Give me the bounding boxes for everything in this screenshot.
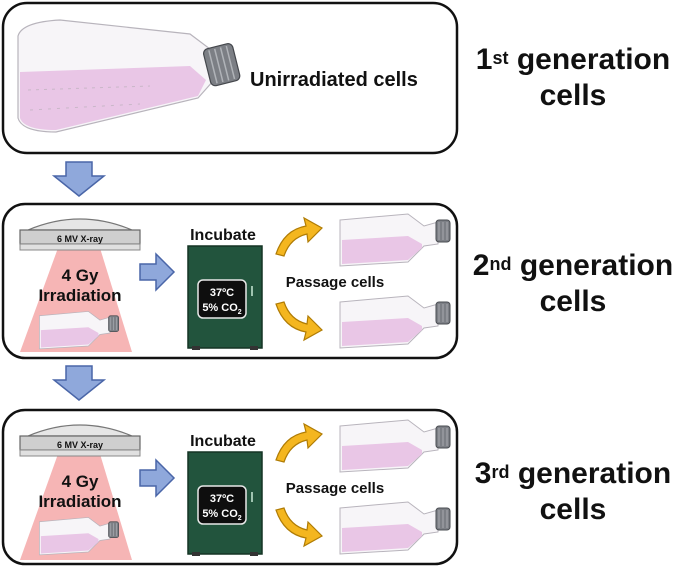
incubator-temp: 37ºC <box>210 287 234 299</box>
irradiation-label: Irradiation <box>38 286 121 305</box>
generation-label-1: 1st generation cells <box>475 43 671 112</box>
incubate-label: Incubate <box>190 433 256 450</box>
incubator-co2: 5% CO2 <box>202 302 241 316</box>
incubator-co2: 5% CO2 <box>202 508 241 522</box>
irradiation-dose-label: 4 Gy <box>62 266 99 285</box>
passage-cells-label: Passage cells <box>286 480 384 497</box>
down-arrow-icon <box>53 365 105 401</box>
incubator-temp: 37ºC <box>210 493 234 505</box>
irradiation-label: Irradiation <box>38 492 121 511</box>
xray-label: 6 MV X-ray <box>57 440 103 450</box>
irradiation-dose-label: 4 Gy <box>62 472 99 491</box>
generation-label-2: 2nd generation cells <box>472 249 674 318</box>
xray-label: 6 MV X-ray <box>57 234 103 244</box>
passage-cells-label: Passage cells <box>286 274 384 291</box>
large-flask-icon <box>17 19 241 133</box>
down-arrow-icon <box>53 161 105 197</box>
incubate-label: Incubate <box>190 227 256 244</box>
generation-label-3: 3rd generation cells <box>474 457 672 526</box>
unirradiated-cells-label: Unirradiated cells <box>250 69 418 91</box>
